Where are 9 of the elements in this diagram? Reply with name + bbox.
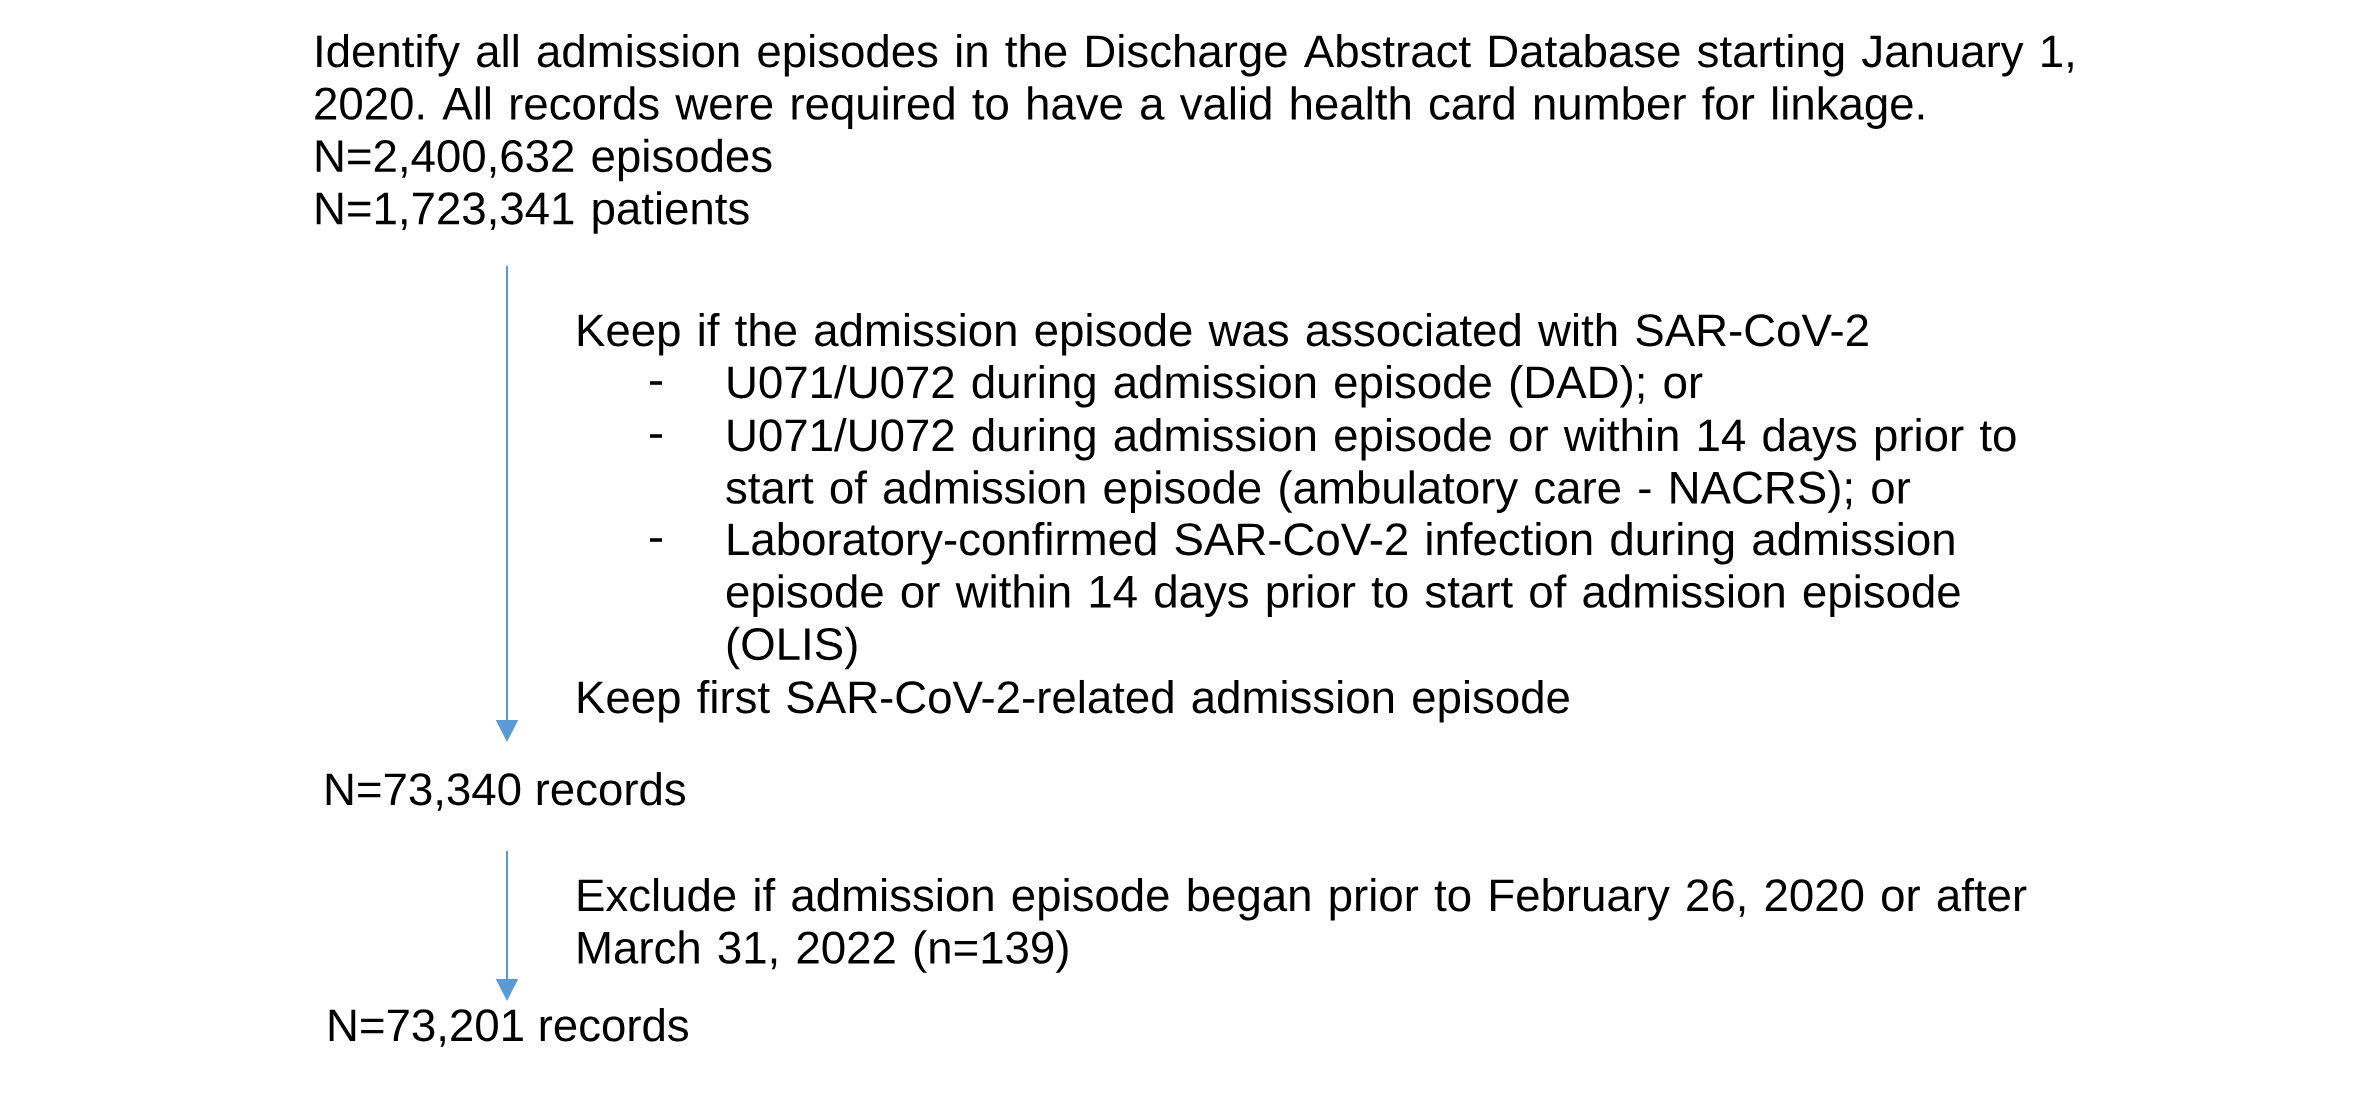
criteria-text: Exclude if admission episode began prior to February 26, 2020 or after March 31, 2022 (n=139) [578, 877, 2027, 973]
step-text: Identify all admission episodes in the Discharge Abstract Database starting January 1, 2020. All records were required to have a valid health card number for linkage. N=2,400,632 episodes N=1,723,341 patients [315, 33, 2073, 234]
criteria-text: Keep if the admission episode was associated with SAR-CoV-2 [578, 312, 1868, 356]
criteria-text: U071/U072 during admission episode or within 14 days prior to start of admission episode (ambulatory care - NACRS); or [726, 417, 2016, 513]
step-text: N=73,201 records [329, 1007, 688, 1047]
step-text: N=73,340 records [326, 771, 685, 811]
criteria-text: U071/U072 during admission episode (DAD); or [728, 364, 1703, 408]
criteria-text: Laboratory-confirmed SAR-CoV-2 infection during admission episode or within 14 days prior to start of admission episode (OLIS) [726, 521, 1960, 670]
criteria-text: Keep first SAR-CoV-2-related admission episode [578, 679, 1569, 723]
